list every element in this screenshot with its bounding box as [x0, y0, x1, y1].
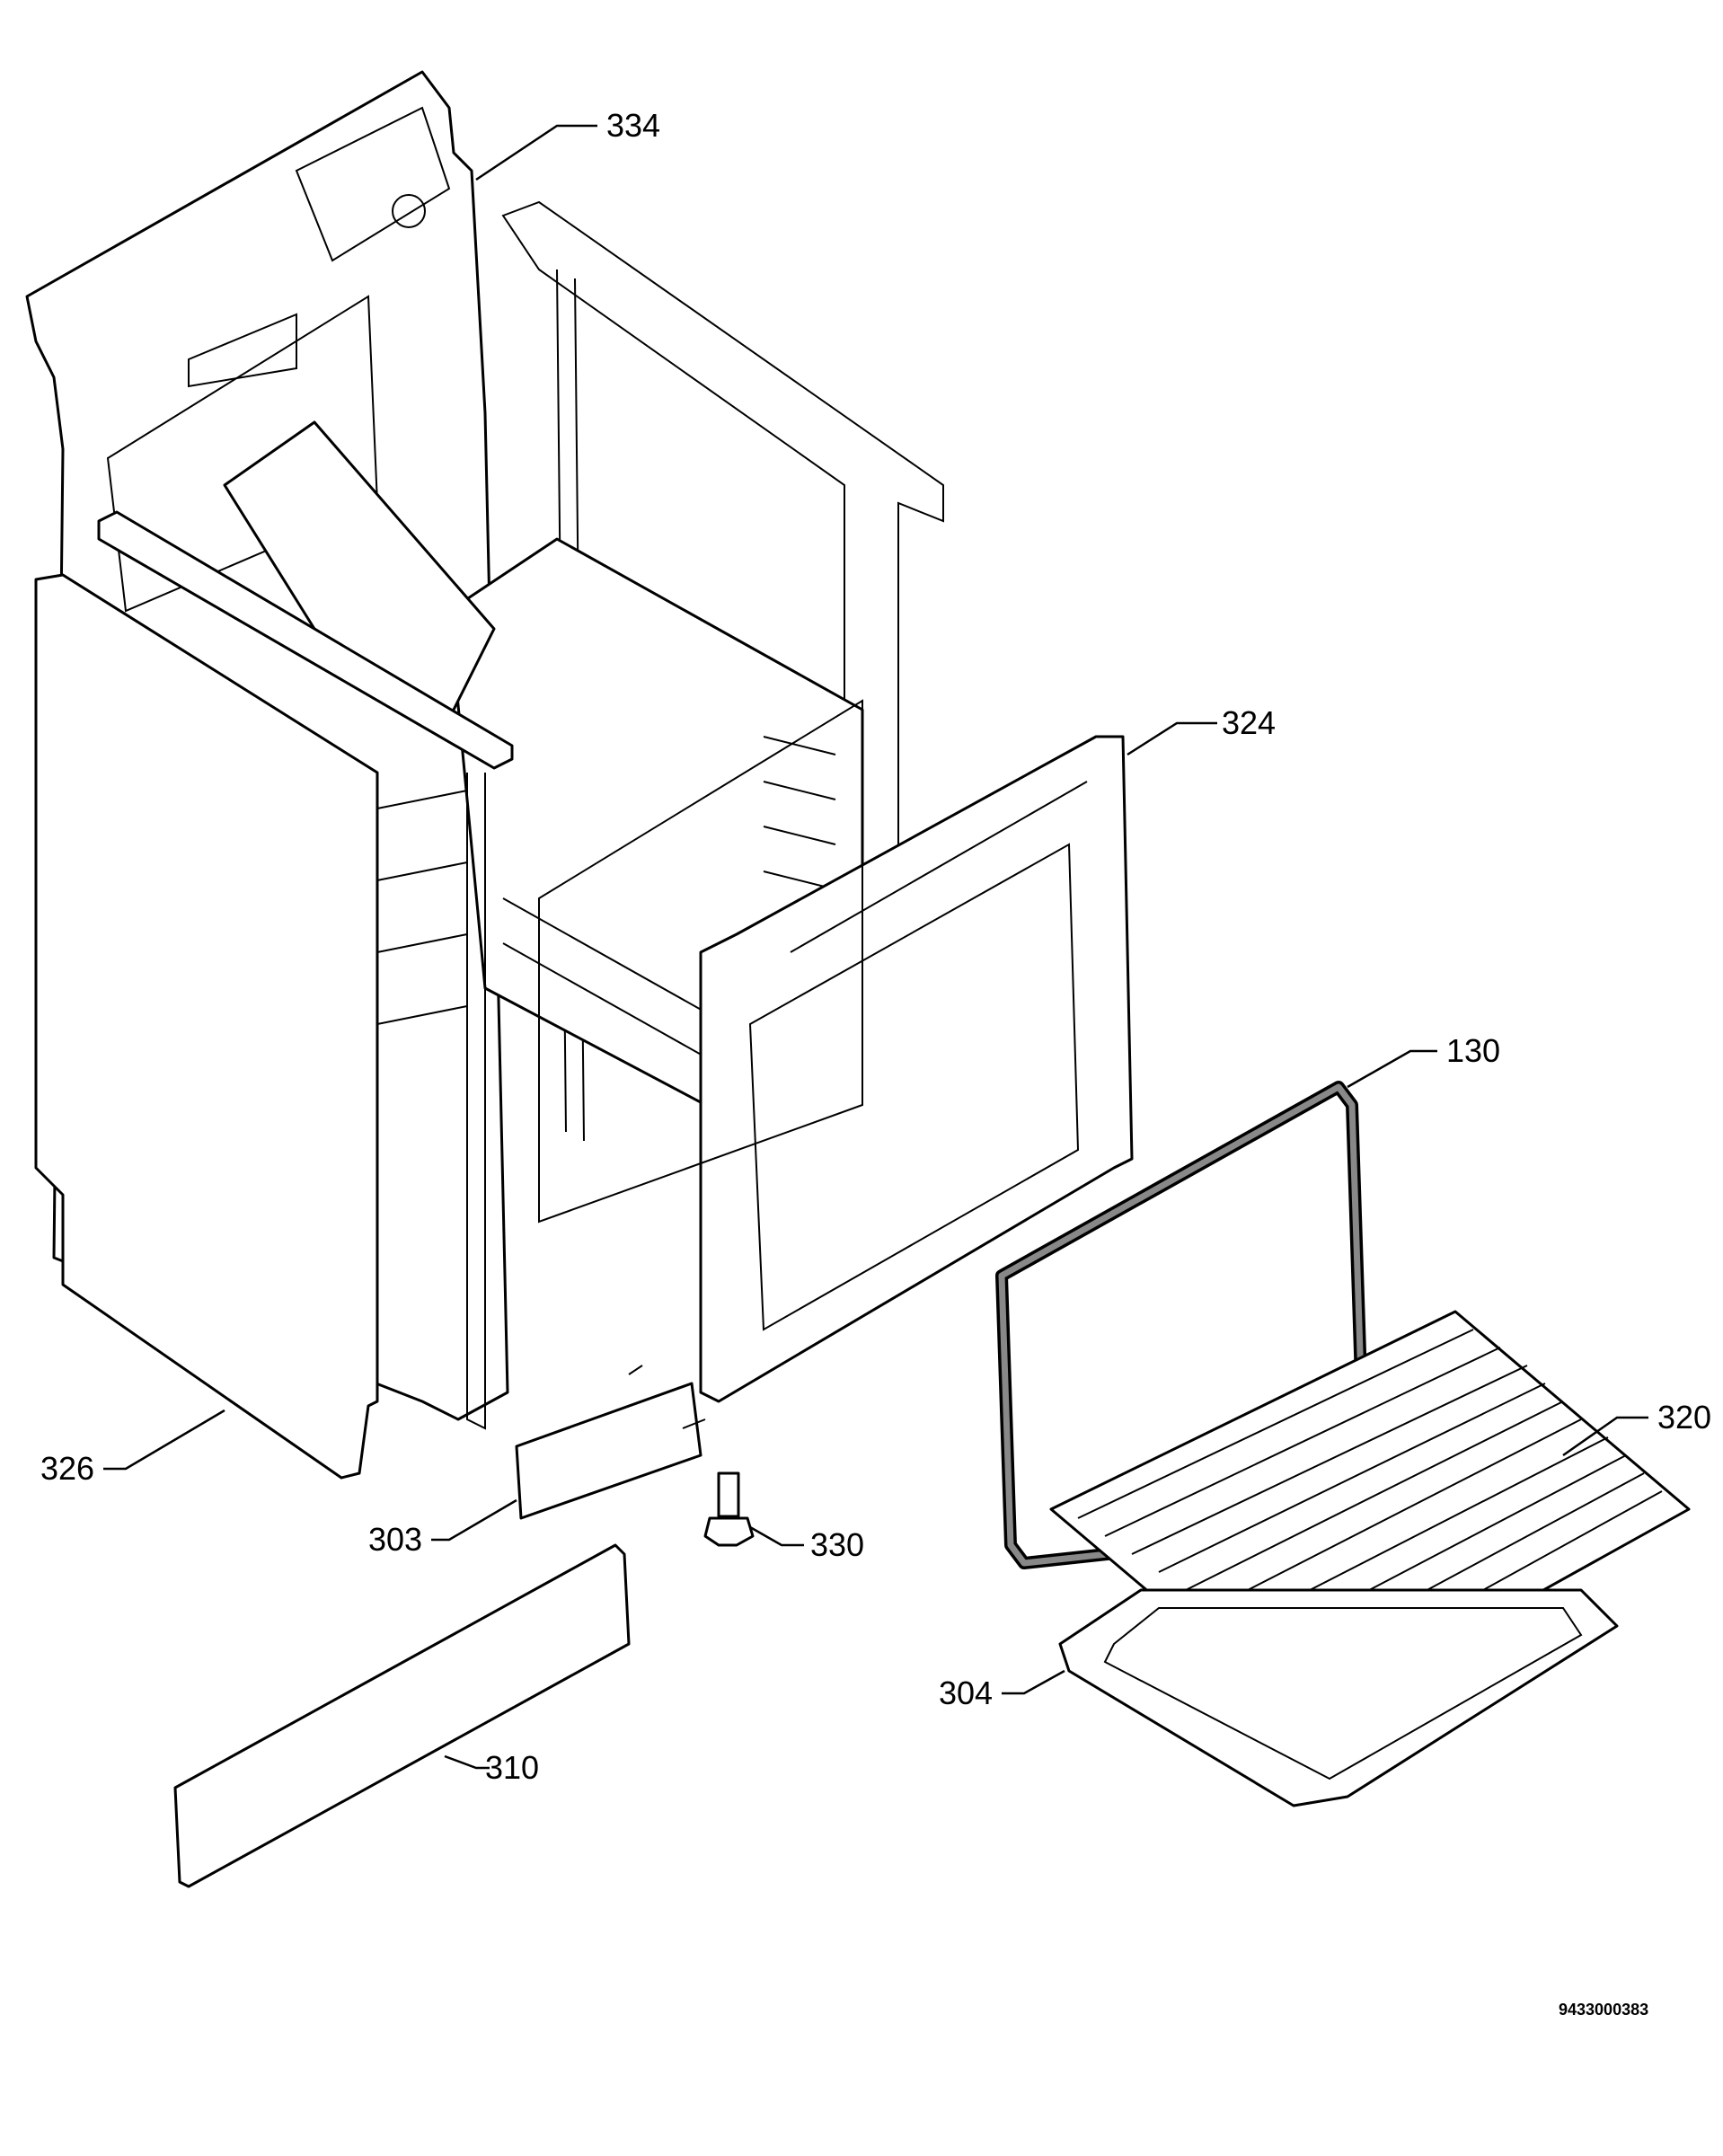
svg-text:334: 334	[606, 107, 660, 144]
part-304-baking-tray	[1058, 1588, 1619, 1807]
label-130: 130	[1347, 1032, 1500, 1089]
svg-text:304: 304	[939, 1674, 993, 1711]
label-324: 324	[1127, 704, 1276, 756]
label-304: 304	[939, 1669, 1065, 1711]
svg-text:130: 130	[1446, 1032, 1500, 1069]
label-334: 334	[475, 107, 660, 181]
part-330-screw	[703, 1471, 755, 1547]
label-320: 320	[1562, 1399, 1711, 1457]
part-326-side-panel	[34, 573, 379, 1480]
svg-text:303: 303	[368, 1521, 422, 1558]
part-324-inner-door-frame	[538, 699, 1134, 1403]
svg-text:320: 320	[1657, 1399, 1711, 1436]
label-303: 303	[368, 1498, 517, 1558]
svg-text:310: 310	[485, 1749, 539, 1786]
cross-rail	[97, 510, 514, 1430]
drawing-code: 9433000383	[1559, 2001, 1648, 2019]
label-310: 310	[444, 1749, 539, 1786]
label-326: 326	[40, 1409, 225, 1487]
svg-text:330: 330	[810, 1526, 864, 1563]
label-330: 330	[749, 1525, 864, 1563]
svg-text:324: 324	[1222, 704, 1276, 741]
part-303-small-panel	[515, 1365, 706, 1520]
svg-text:326: 326	[40, 1450, 94, 1487]
part-310-plinth	[173, 1543, 631, 1888]
